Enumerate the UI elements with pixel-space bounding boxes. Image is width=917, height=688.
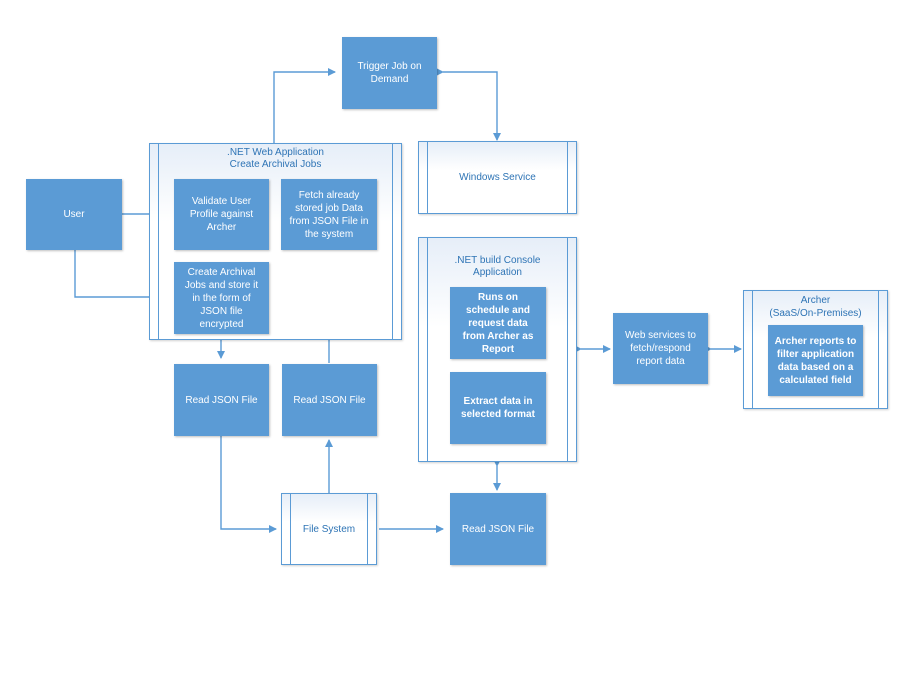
connector-read-left-filesystem	[220, 436, 277, 533]
read-json-bottom-label: Read JSON File	[461, 523, 535, 535]
archer-reports-box: Archer reports to filter application dat…	[768, 325, 863, 396]
container-right-rule	[392, 144, 393, 339]
extract-data-label: Extract data in selected format	[461, 396, 535, 420]
console-application-title-line1: .NET build Console	[454, 255, 541, 266]
container-right-rule	[367, 494, 368, 564]
container-left-rule	[752, 291, 753, 408]
connector-user-create-jobs	[74, 250, 168, 301]
container-right-rule	[878, 291, 879, 408]
container-left-rule	[158, 144, 159, 339]
fetch-stored-box: Fetch already stored job Data from JSON …	[281, 179, 377, 250]
user-box: User	[26, 179, 122, 250]
fetch-stored-label: Fetch already stored job Data from JSON …	[289, 189, 369, 240]
runs-on-schedule-label: Runs on schedule and request data from A…	[462, 291, 534, 355]
trigger-job-label: Trigger Job on Demand	[357, 61, 422, 85]
connector-webapp-trigger	[270, 68, 336, 150]
container-left-rule	[427, 142, 428, 213]
container-right-rule	[567, 142, 568, 213]
archer-reports-label: Archer reports to filter application dat…	[774, 335, 857, 386]
validate-user-label: Validate User Profile against Archer	[189, 196, 254, 233]
archer-title-line2: (SaaS/On-Premises)	[769, 308, 862, 319]
read-json-left-label: Read JSON File	[185, 394, 258, 406]
archer-title-line1: Archer	[800, 295, 831, 306]
web-services-label: Web services to fetch/respond report dat…	[625, 330, 696, 367]
extract-data-box: Extract data in selected format	[450, 372, 546, 444]
console-application-title-line2: Application	[473, 267, 522, 278]
file-system-label: File System	[302, 523, 356, 535]
web-application-title-line1: .NET Web Application	[227, 147, 324, 158]
read-json-left-box: Read JSON File	[174, 364, 269, 436]
web-application-title-line2: Create Archival Jobs	[229, 159, 322, 170]
windows-service-label: Windows Service	[459, 172, 536, 183]
create-archival-jobs-label: Create Archival Jobs and store it in the…	[184, 266, 259, 330]
runs-on-schedule-box: Runs on schedule and request data from A…	[450, 287, 546, 359]
create-archival-jobs-box: Create Archival Jobs and store it in the…	[174, 262, 269, 334]
file-system-container: File System	[281, 493, 377, 565]
windows-service-container: Windows Service	[418, 141, 577, 214]
container-left-rule	[427, 238, 428, 461]
connector-trigger-windows-service	[436, 68, 501, 141]
read-json-bottom-box: Read JSON File	[450, 493, 546, 565]
validate-user-box: Validate User Profile against Archer	[174, 179, 269, 250]
container-right-rule	[567, 238, 568, 461]
user-label: User	[63, 209, 85, 220]
read-json-mid-box: Read JSON File	[282, 364, 377, 436]
read-json-mid-label: Read JSON File	[293, 394, 366, 406]
web-services-box: Web services to fetch/respond report dat…	[613, 313, 708, 384]
container-left-rule	[290, 494, 291, 564]
trigger-job-box: Trigger Job on Demand	[342, 37, 437, 109]
